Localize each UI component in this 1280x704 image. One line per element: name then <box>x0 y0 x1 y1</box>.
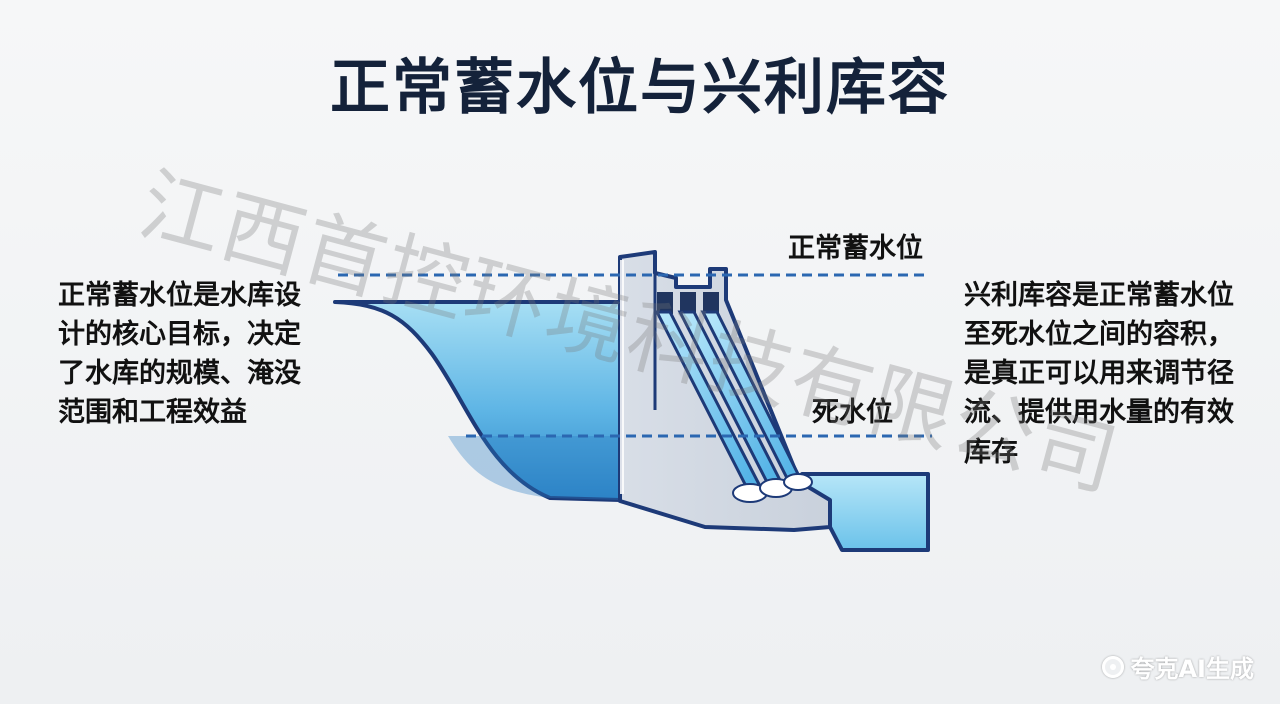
generation-badge: 夸克AI生成 <box>1102 649 1254 684</box>
dead-level-label: 死水位 <box>812 397 893 428</box>
reservoir-diagram <box>333 250 932 552</box>
splash-foam <box>732 473 813 503</box>
left-description: 正常蓄水位是水库设计的核心目标，决定了水库的规模、淹没范围和工程效益 <box>58 280 301 429</box>
page-title: 正常蓄水位与兴利库容 <box>330 53 950 123</box>
normal-level-label: 正常蓄水位 <box>788 233 923 264</box>
dead-storage-zone <box>448 436 620 500</box>
reservoir-water <box>333 300 622 502</box>
right-description: 兴利库容是正常蓄水位至死水位之间的容积，是真正可以用来调节径流、提供用水量的有效… <box>964 280 1234 468</box>
badge-text: 夸克AI生成 <box>1130 655 1254 683</box>
quark-icon <box>1102 655 1125 678</box>
spillway-gates <box>657 292 719 314</box>
